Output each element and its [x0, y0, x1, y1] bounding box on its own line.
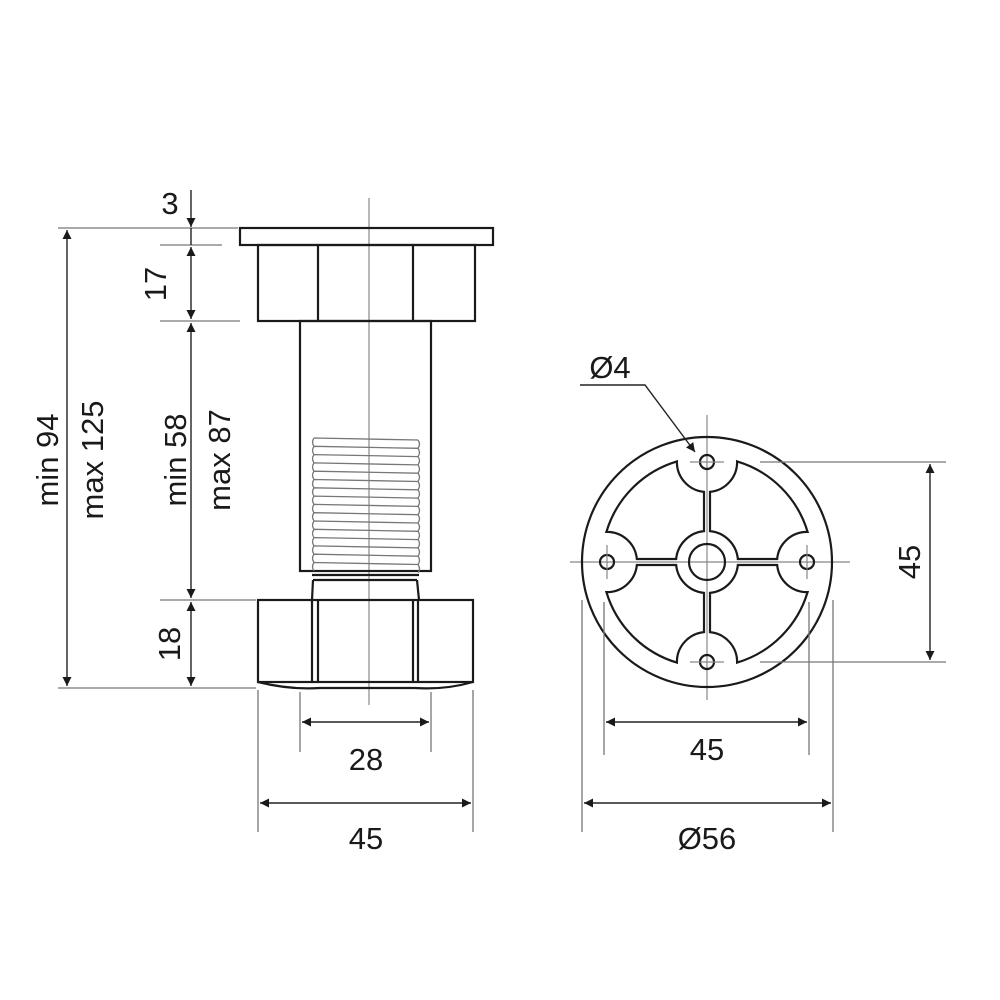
thread-neck [310, 573, 421, 601]
shaft [298, 319, 433, 573]
top-hex-nut [256, 243, 477, 323]
pocket [708, 563, 810, 665]
horizontal-spacing-label: 45 [690, 732, 724, 767]
thread [311, 437, 421, 574]
pockets [604, 459, 810, 665]
mounting-holes [598, 453, 816, 671]
outer-diameter-label: Ø56 [678, 821, 737, 856]
base-width-label: 45 [349, 821, 383, 856]
extension-lines [581, 461, 946, 832]
outer-circle [580, 435, 834, 689]
overall-max-label: max 125 [75, 401, 110, 520]
bottom-view: Ø4 45 45 Ø56 [570, 350, 946, 856]
hole-diameter-label: Ø4 [589, 350, 630, 385]
plate-thickness-label: 3 [161, 186, 178, 221]
side-view: min 94 max 125 3 17 min 58 max 87 18 28 … [30, 186, 495, 856]
pocket [708, 459, 810, 561]
center-hole [687, 542, 727, 582]
extension-lines [58, 227, 474, 832]
pocket [604, 563, 706, 665]
foot-pad [257, 680, 474, 690]
shaft-max-label: max 87 [202, 409, 237, 511]
shaft-min-label: min 58 [158, 413, 193, 506]
shaft-width-label: 28 [349, 742, 383, 777]
overall-min-label: min 94 [30, 413, 65, 506]
bottom-nut-height-label: 18 [152, 627, 187, 661]
bottom-hex-nut [256, 598, 475, 690]
hole-diameter-leader [580, 384, 696, 453]
pocket [604, 459, 706, 561]
mounting-plate [238, 226, 495, 247]
top-nut-height-label: 17 [138, 267, 173, 301]
vertical-spacing-label: 45 [892, 545, 927, 579]
